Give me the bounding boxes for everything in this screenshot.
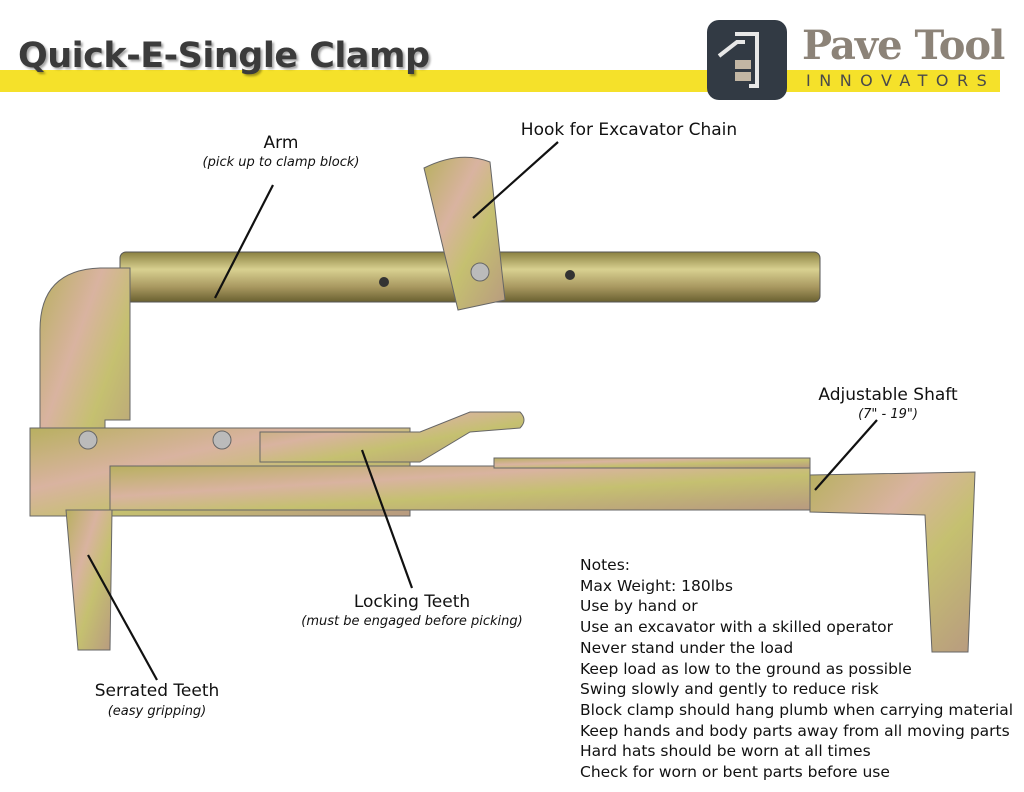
note-item: Use by hand or [580, 597, 698, 616]
note-item: Max Weight: 180lbs [580, 576, 733, 595]
leader-lines [87, 141, 878, 681]
brand-name: Pave Tool [802, 22, 1005, 69]
logo-icon [707, 20, 787, 100]
brand-tagline: INNOVATORS [806, 71, 996, 90]
note-item: Keep hands and body parts away from all … [580, 721, 1010, 740]
locking-lever [259, 411, 525, 463]
clamp-logo-icon [717, 32, 759, 88]
notes-list: Notes: Max Weight: 180lbs Use by hand or… [580, 555, 1013, 783]
adjustable-shaft [109, 465, 811, 511]
arm-label: Arm [263, 133, 299, 153]
locking-teeth-label: Locking Teeth [353, 592, 471, 612]
page-title: Quick-E-Single Clamp [18, 36, 430, 76]
note-item: Keep load as low to the ground as possib… [580, 659, 912, 678]
notes-heading: Notes: [580, 556, 630, 574]
note-item: Never stand under the load [580, 638, 794, 657]
note-item: Use an excavator with a skilled operator [580, 618, 894, 637]
serrated-teeth-sublabel: (easy gripping) [107, 704, 207, 719]
arm-sublabel: (pick up to clamp block) [202, 155, 360, 170]
note-item: Swing slowly and gently to reduce risk [580, 680, 879, 699]
shaft-sublabel: (7" - 19") [858, 407, 918, 422]
note-item: Check for worn or bent parts before use [580, 763, 890, 782]
shaft-jaw [809, 471, 976, 653]
note-item: Block clamp should hang plumb when carry… [580, 700, 1014, 719]
fixed-jaw [65, 509, 113, 651]
locking-teeth-sublabel: (must be engaged before picking) [301, 614, 523, 629]
hook-label: Hook for Excavator Chain [520, 120, 738, 140]
note-item: Hard hats should be worn at all times [580, 742, 871, 761]
shaft-label: Adjustable Shaft [818, 385, 958, 405]
serrated-teeth-label: Serrated Teeth [94, 681, 220, 701]
